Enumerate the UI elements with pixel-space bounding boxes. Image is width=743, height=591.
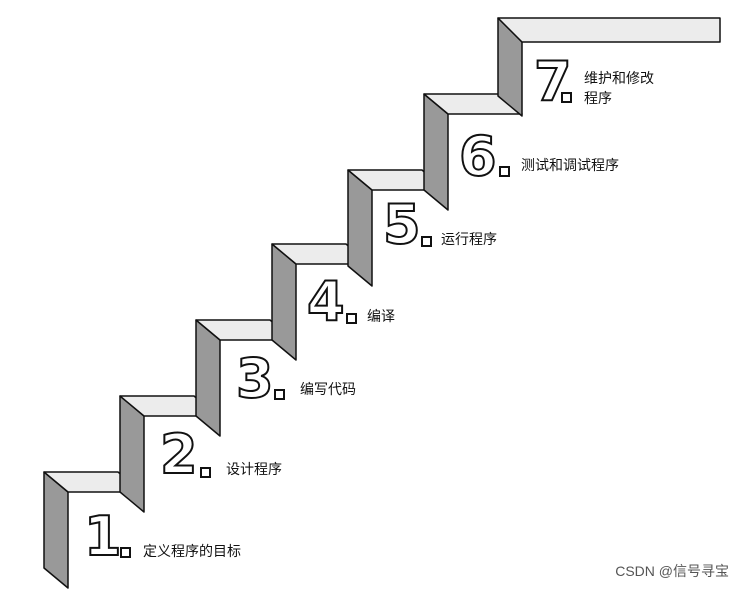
watermark: CSDN @信号寻宝 (615, 563, 729, 579)
step-4-number: 4 (306, 270, 346, 333)
step-6-label: 测试和调试程序 (521, 158, 619, 174)
step-4-label: 编译 (367, 309, 395, 325)
step-5-label: 运行程序 (441, 232, 497, 248)
step-7-label-line1: 维护和修改 (584, 71, 654, 87)
step-3-label: 编写代码 (300, 382, 356, 398)
step-5-bullet (421, 236, 432, 247)
stair-landing-top (497, 17, 721, 43)
step-4-bullet (346, 313, 357, 324)
step-3-number: 3 (235, 347, 275, 410)
step-1-label: 定义程序的目标 (143, 544, 241, 560)
step-7-bullet (561, 92, 572, 103)
step-2-label: 设计程序 (226, 462, 282, 478)
step-6-number: 6 (458, 125, 498, 188)
step-3-bullet (274, 389, 285, 400)
step-2-number: 2 (159, 423, 199, 486)
step-5-number: 5 (382, 193, 422, 256)
step-2-bullet (200, 467, 211, 478)
step-1-bullet (120, 547, 131, 558)
step-1-number: 1 (83, 505, 123, 568)
step-7-label-line2: 程序 (584, 91, 612, 107)
step-6-bullet (499, 166, 510, 177)
